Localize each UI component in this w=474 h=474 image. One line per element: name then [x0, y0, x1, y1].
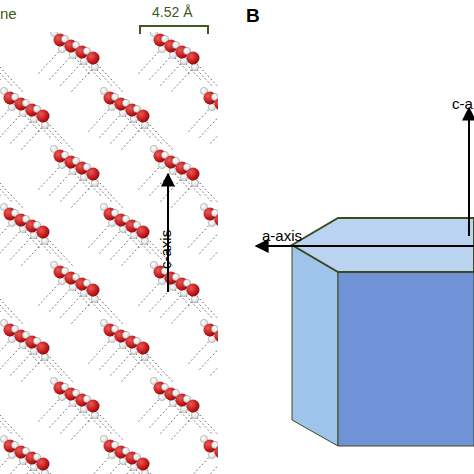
dimension-label: 4.52 Å — [152, 5, 192, 19]
panel-title: ne — [0, 6, 17, 21]
axis-arrow — [256, 245, 474, 247]
axis-label: c-axis — [158, 230, 173, 269]
hexagonal-prism — [292, 218, 474, 446]
dimension-bracket — [140, 26, 208, 34]
axis-arrow — [468, 108, 470, 236]
ice-lattice — [0, 32, 218, 474]
panel-letter: B — [246, 6, 260, 25]
axis-label: c-a — [452, 96, 473, 111]
axis-label: a-axis — [262, 228, 302, 243]
